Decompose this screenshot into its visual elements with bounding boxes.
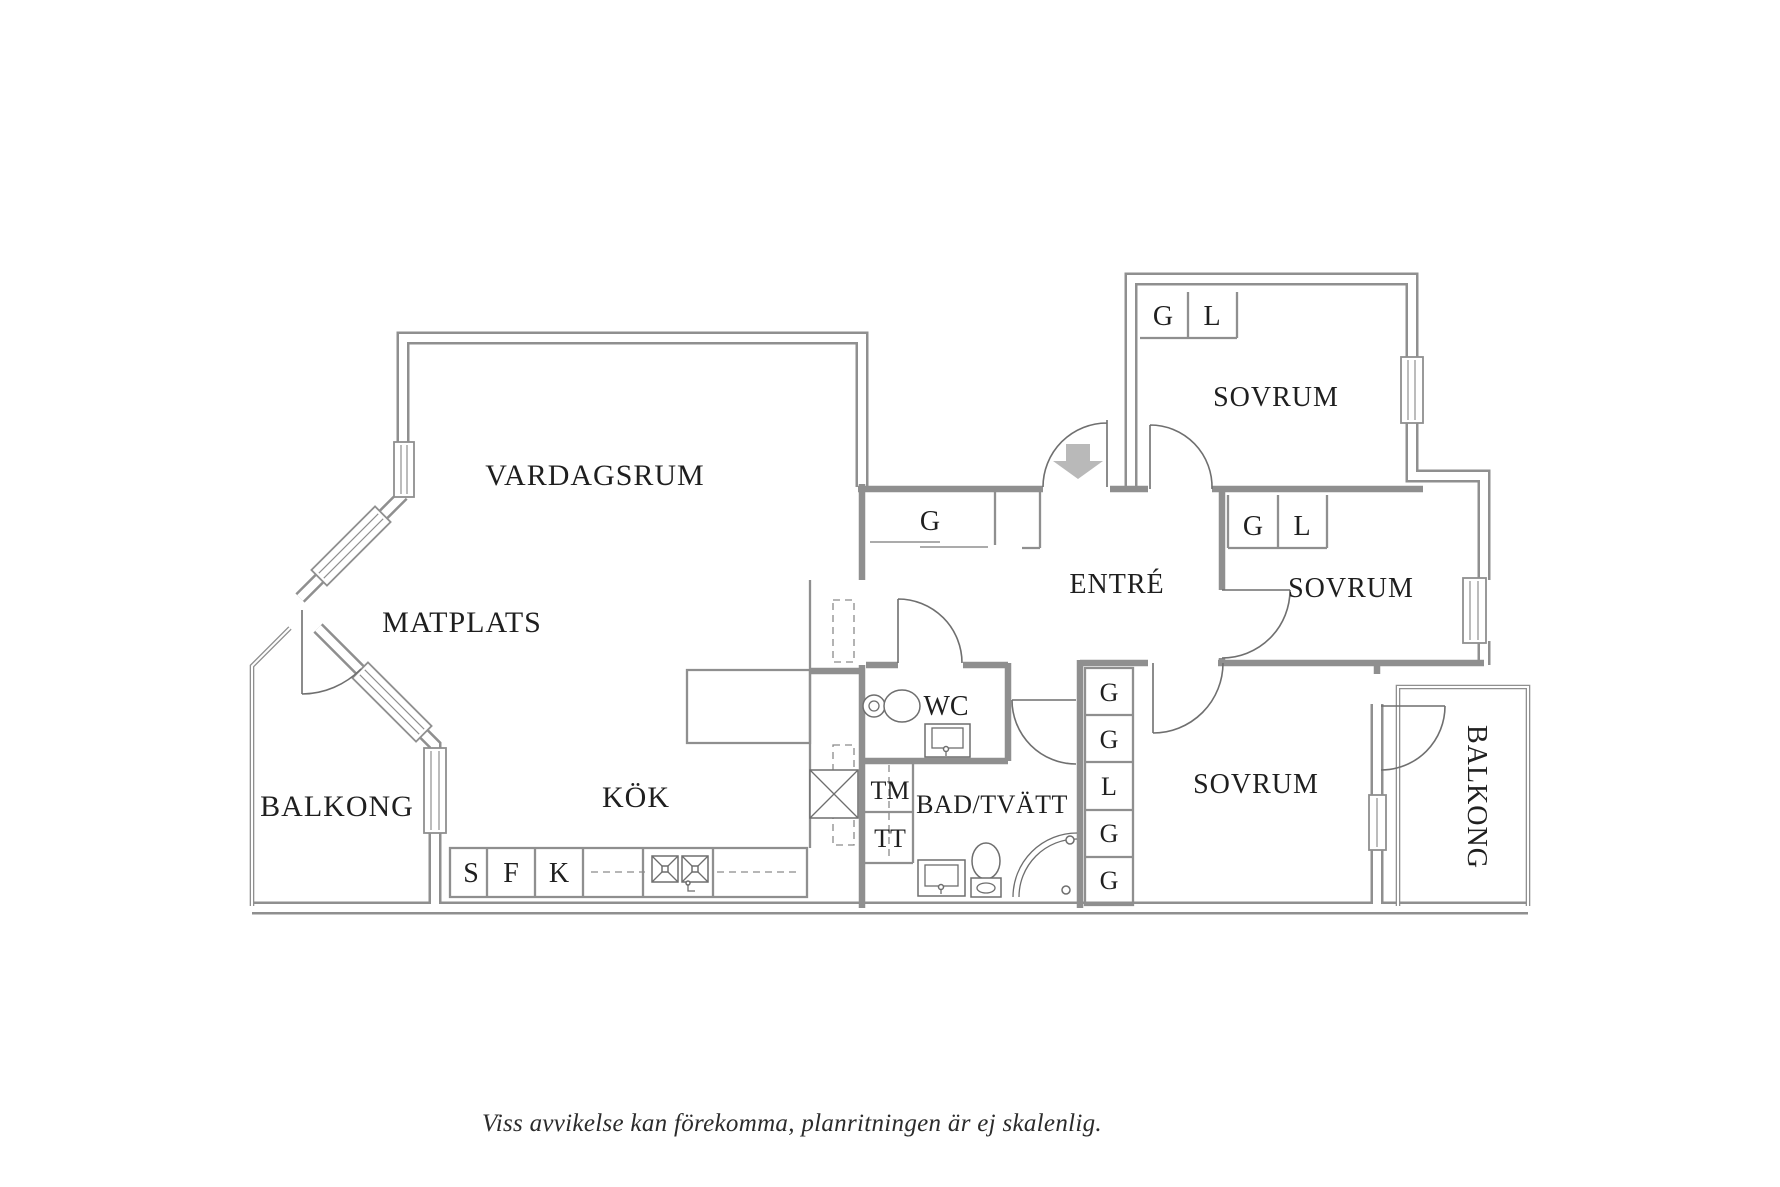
window-icon	[423, 747, 447, 834]
windows	[310, 356, 1487, 851]
label-freezer: F	[503, 858, 519, 889]
bedroom2-door	[1221, 589, 1291, 659]
kitchen-sink-icon	[651, 855, 709, 892]
label-wardrobe-col-1: G	[1100, 678, 1119, 707]
label-washing-machine: TM	[871, 776, 910, 805]
bathroom-door	[1011, 699, 1077, 765]
label-linen-bed1: L	[1203, 301, 1220, 332]
label-kitchen: KÖK	[602, 781, 670, 814]
dashed-lines	[591, 599, 890, 873]
label-entry: ENTRÉ	[1069, 569, 1164, 600]
label-bedroom-3: SOVRUM	[1193, 769, 1319, 800]
wc-door	[897, 598, 963, 664]
label-wardrobe-hall: G	[920, 506, 940, 537]
label-tumble-dryer: TT	[874, 824, 906, 853]
label-bathroom: BAD/TVÄTT	[916, 790, 1068, 819]
doors	[301, 420, 1446, 771]
window-icon	[1462, 577, 1487, 644]
toilet-icon	[970, 842, 1002, 898]
window-icon	[351, 661, 433, 743]
sliding-door	[870, 541, 988, 548]
closets-and-cabinets	[448, 292, 1329, 907]
bedroom3-door	[1152, 662, 1224, 734]
window-icon	[310, 505, 392, 587]
label-bedroom-2: SOVRUM	[1288, 573, 1414, 604]
label-living-room: VARDAGSRUM	[485, 459, 705, 492]
label-bedroom-1: SOVRUM	[1213, 382, 1339, 413]
label-linen-bed2: L	[1293, 511, 1310, 542]
sink-icon	[917, 859, 966, 897]
label-wardrobe-col-2: G	[1100, 725, 1119, 754]
toilet-icon	[862, 689, 921, 723]
bedroom1-door	[1149, 424, 1213, 490]
label-wc: WC	[923, 691, 968, 722]
window-icon	[393, 441, 415, 498]
label-dining-area: MATPLATS	[382, 606, 542, 639]
window-icon	[1400, 356, 1424, 424]
kitchen-counter	[448, 846, 809, 899]
entry-door	[1042, 420, 1108, 488]
label-linen-col-3: L	[1101, 772, 1117, 801]
kitchen-island	[685, 668, 812, 745]
label-wardrobe-col-5: G	[1100, 866, 1119, 895]
label-cleaning-cabinet: S	[463, 858, 479, 889]
label-balcony-left: BALKONG	[260, 790, 414, 823]
label-wardrobe-bed1: G	[1153, 301, 1173, 332]
window-icon	[1368, 794, 1387, 851]
disclaimer-caption: Viss avvikelse kan förekomma, planritnin…	[482, 1110, 1102, 1137]
label-wardrobe-bed2: G	[1243, 511, 1263, 542]
balcony-right-door	[1380, 705, 1446, 771]
label-balcony-right: BALKONG	[1461, 725, 1492, 869]
sink-icon	[924, 723, 971, 758]
label-wardrobe-col-4: G	[1100, 819, 1119, 848]
balcony-left-door	[301, 610, 362, 695]
interior-walls	[810, 484, 1484, 908]
entry-arrow-icon	[1053, 444, 1103, 479]
label-fridge: K	[549, 858, 569, 889]
shaft	[809, 769, 859, 819]
fixtures	[651, 689, 1078, 898]
room-labels: VARDAGSRUM MATPLATS BALKONG KÖK ENTRÉ SO…	[260, 301, 1492, 895]
shower-icon	[1012, 832, 1078, 898]
balcony-railings	[249, 626, 1531, 906]
